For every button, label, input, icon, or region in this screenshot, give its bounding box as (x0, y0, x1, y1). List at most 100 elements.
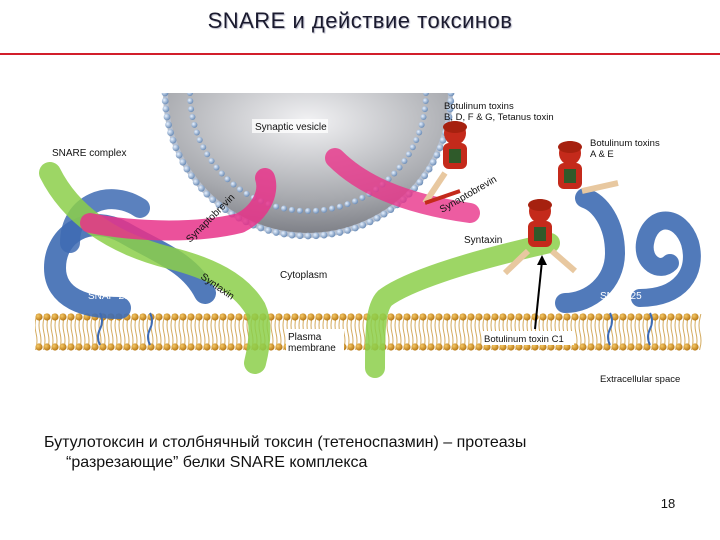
lipid-head (203, 343, 211, 351)
lipid-head (523, 343, 531, 351)
vesicle-lipid-head (305, 208, 311, 214)
lipid-head (515, 343, 523, 351)
lipid-head (691, 313, 699, 321)
lipid-head (179, 313, 187, 321)
vesicle-lipid-head (413, 137, 420, 144)
lipid-head (43, 343, 51, 351)
lipid-head (195, 343, 203, 351)
lipid-head (531, 343, 539, 351)
label-bg (252, 119, 328, 133)
vesicle-lipid-head (280, 205, 287, 212)
vesicle-lipid-head (243, 190, 250, 197)
vesicle-lipid-head (187, 172, 195, 180)
lipid-head (59, 313, 67, 321)
label-extracellular: Extracellular space (600, 374, 680, 385)
lipid-head (91, 343, 99, 351)
vesicle-lipid-head (387, 206, 395, 214)
lipid-head (667, 343, 675, 351)
lipid-head (387, 313, 395, 321)
lipid-head (227, 343, 235, 351)
vesicle-lipid-head (420, 114, 427, 121)
lipid-head (563, 313, 571, 321)
label-botox-ae-2: A & E (590, 149, 614, 160)
lipid-head (555, 313, 563, 321)
lipid-head (411, 313, 419, 321)
vesicle-lipid-head (351, 224, 359, 232)
vesicle-lipid-head (169, 136, 177, 144)
vesicle-lipid-head (422, 98, 429, 105)
lipid-head (171, 343, 179, 351)
lipid-head (651, 313, 659, 321)
lipid-head (291, 313, 299, 321)
lipid-head (275, 313, 283, 321)
vesicle-lipid-head (167, 129, 174, 136)
lipid-head (75, 313, 83, 321)
lipid-head (299, 313, 307, 321)
lipid-head (523, 313, 531, 321)
lipid-head (451, 313, 459, 321)
lipid-head (35, 313, 43, 321)
lipid-head (147, 343, 155, 351)
lipid-head (507, 313, 515, 321)
lipid-head (403, 313, 411, 321)
vesicle-lipid-head (236, 186, 243, 193)
lipid-head (643, 313, 651, 321)
vesicle-lipid-head (421, 172, 429, 180)
vesicle-lipid-head (416, 178, 424, 186)
vesicle-lipid-head (336, 229, 344, 236)
lipid-head (219, 313, 227, 321)
lipid-head (227, 313, 235, 321)
lipid-head (83, 343, 91, 351)
lipid-head (539, 343, 547, 351)
label-botox-bdfg-1: Botulinum toxins (444, 101, 514, 112)
chainsaw-figure-c1-icon (502, 199, 577, 276)
label-snare-complex: SNARE complex (52, 148, 126, 159)
vesicle-lipid-head (352, 198, 359, 205)
lipid-head (323, 313, 331, 321)
vesicle-lipid-head (183, 165, 191, 173)
vesicle-lipid-head (215, 201, 223, 209)
label-bg-c1 (482, 331, 574, 345)
label-botox-c1: Botulinum toxin C1 (484, 334, 564, 345)
vesicle-lipid-head (418, 121, 425, 128)
lipid-head (651, 343, 659, 351)
lipid-head (435, 343, 443, 351)
lipid-head (59, 343, 67, 351)
snap25-right (555, 188, 626, 313)
lipid-head (683, 313, 691, 321)
lipid-head (483, 343, 491, 351)
vesicle-lipid-head (189, 114, 196, 121)
vesicle-lipid-head (221, 206, 229, 214)
lipid-head (395, 343, 403, 351)
lipid-head (67, 343, 75, 351)
vesicle-lipid-head (366, 218, 374, 226)
lipid-head (611, 343, 619, 351)
label-syntaxin-b: Syntaxin (464, 235, 502, 246)
lipid-head (67, 313, 75, 321)
vesicle-lipid-head (329, 205, 336, 212)
lipid-head (107, 343, 115, 351)
lipid-head (563, 343, 571, 351)
lipid-head (115, 343, 123, 351)
vesicle-lipid-head (288, 206, 295, 213)
lipid-head (675, 313, 683, 321)
lipid-head (587, 343, 595, 351)
vesicle-lipid-head (192, 178, 200, 186)
vesicle-lipid-head (265, 227, 272, 234)
lipid-head (163, 313, 171, 321)
lipid-head (35, 343, 43, 351)
lipid-head (211, 343, 219, 351)
lipid-head (555, 343, 563, 351)
lipid-head (475, 343, 483, 351)
arrow-icon (534, 255, 547, 330)
lipid-head (355, 313, 363, 321)
vesicle-lipid-head (272, 229, 280, 236)
page-number: 18 (660, 496, 676, 511)
label-bg-membrane (286, 329, 344, 355)
lipid-head (443, 343, 451, 351)
lipid-head (283, 313, 291, 321)
label-plasma-membrane-2: membrane (288, 343, 336, 354)
lipid-head (499, 343, 507, 351)
title-divider (0, 53, 720, 55)
lipid-head (619, 313, 627, 321)
